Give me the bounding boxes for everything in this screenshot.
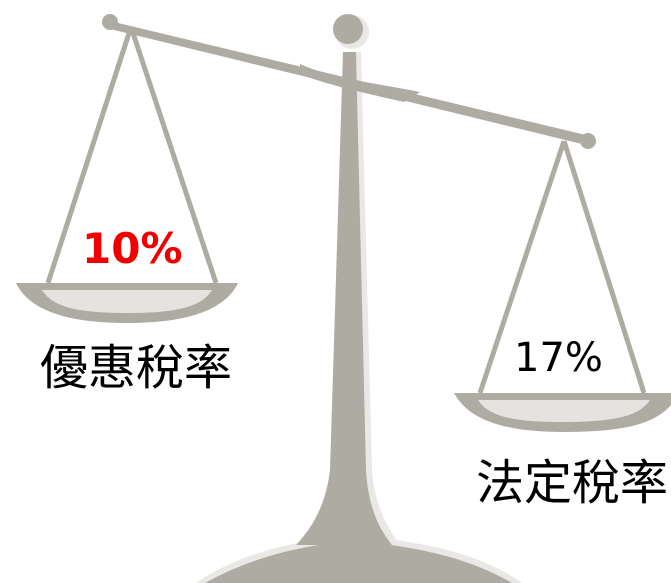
scale-beam-center (300, 64, 420, 102)
scale-knob (333, 14, 363, 44)
left-pan-value: 10% (82, 224, 183, 273)
right-pan-strings (477, 140, 647, 394)
beam-left-end (102, 14, 118, 30)
right-pan-dish-inner (478, 400, 650, 422)
left-pan-strings (45, 26, 219, 284)
scale-base-shadow (205, 544, 512, 583)
beam-right-end (580, 133, 596, 149)
right-pan-caption: 法定稅率 (476, 455, 669, 511)
left-pan-dish-inner (42, 290, 212, 313)
right-pan-value: 17% (514, 335, 603, 381)
scale-pillar (296, 52, 392, 545)
left-pan-caption: 優惠稅率 (40, 340, 233, 396)
scale-pillar-highlight (356, 52, 400, 545)
